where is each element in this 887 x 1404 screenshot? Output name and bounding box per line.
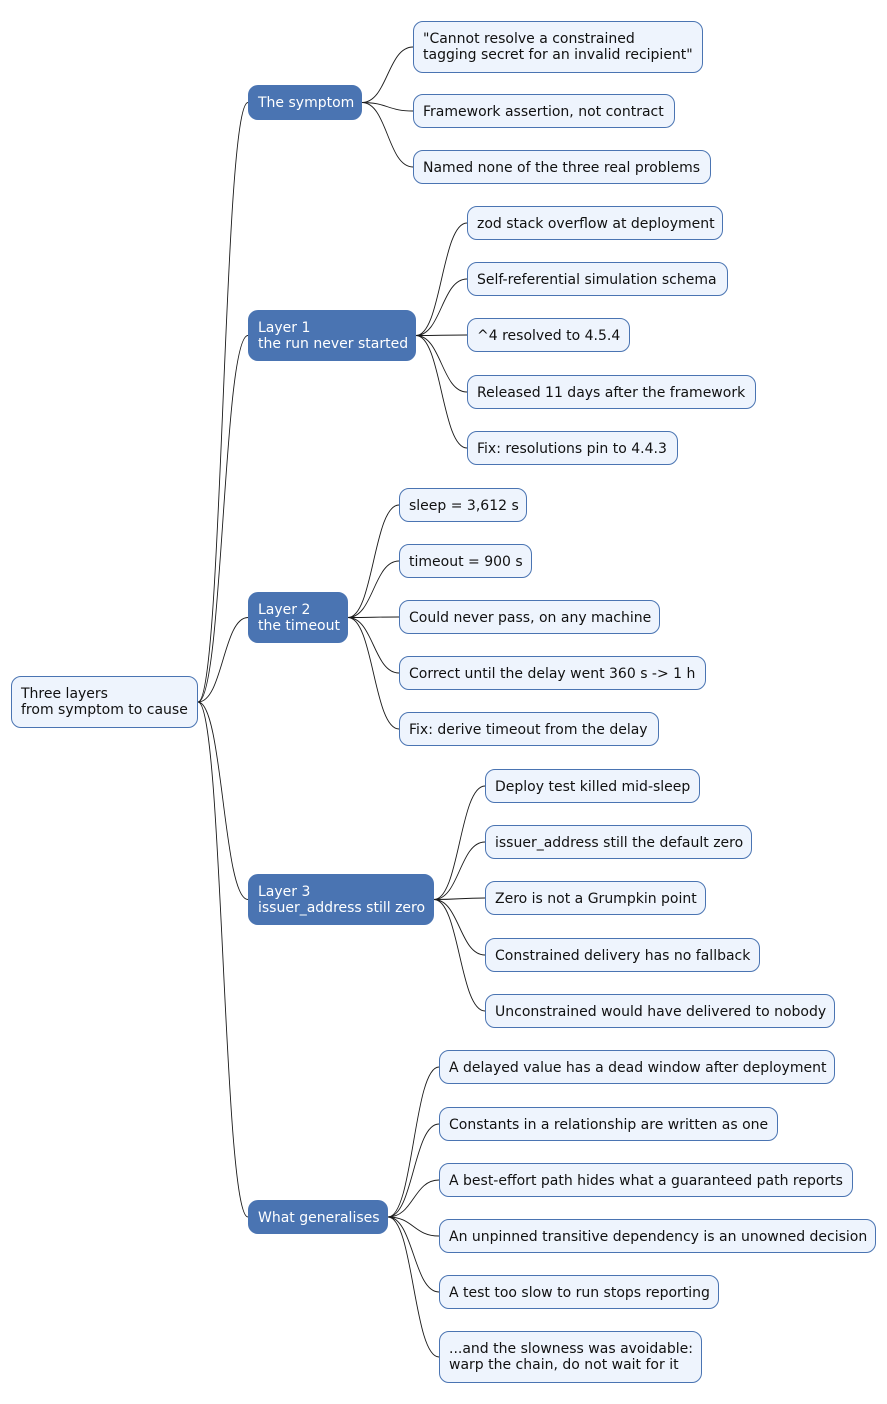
leaf-layer1-3: ^4 resolved to 4.5.4 [467, 318, 630, 352]
connector-line [433, 899, 486, 956]
leaf-layer1-2: Self-referential simulation schema [467, 262, 728, 296]
branch-layer-3: Layer 3 issuer_address still zero [248, 874, 434, 925]
connector-line [361, 102, 414, 168]
leaf-layer2-2: timeout = 900 s [399, 544, 532, 578]
leaf-layer1-4: Released 11 days after the framework [467, 375, 756, 409]
connector-line [387, 1066, 440, 1218]
connector-line [361, 46, 414, 103]
leaf-layer2-4: Correct until the delay went 360 s -> 1 … [399, 656, 706, 690]
connector-line [433, 899, 486, 1012]
connector-line [433, 785, 486, 900]
connector-line [347, 504, 400, 618]
connector-line [197, 335, 249, 703]
connector-line [197, 701, 249, 900]
leaf-symptom-3: Named none of the three real problems [413, 150, 711, 184]
leaf-layer1-5: Fix: resolutions pin to 4.4.3 [467, 431, 678, 465]
connector-line [197, 102, 249, 703]
branch-layer-1: Layer 1 the run never started [248, 310, 416, 361]
leaf-layer3-1: Deploy test killed mid-sleep [485, 769, 700, 803]
branch-the-symptom: The symptom [248, 85, 362, 120]
leaf-symptom-2: Framework assertion, not contract [413, 94, 675, 128]
leaf-layer2-5: Fix: derive timeout from the delay [399, 712, 659, 746]
leaf-general-2: Constants in a relationship are written … [439, 1107, 778, 1141]
connector-line [387, 1179, 440, 1218]
connector-line [415, 222, 468, 336]
connector-line [347, 617, 400, 674]
connector-line [361, 102, 414, 112]
connector-line [387, 1216, 440, 1237]
connector-line [197, 617, 249, 703]
leaf-layer3-5: Unconstrained would have delivered to no… [485, 994, 835, 1028]
connector-line [433, 841, 486, 900]
connector-line [433, 897, 486, 900]
connector-line [347, 616, 400, 618]
leaf-general-6: ...and the slowness was avoidable: warp … [439, 1331, 702, 1383]
leaf-layer3-3: Zero is not a Grumpkin point [485, 881, 706, 915]
leaf-layer3-2: issuer_address still the default zero [485, 825, 752, 859]
leaf-layer2-3: Could never pass, on any machine [399, 600, 660, 634]
leaf-layer1-1: zod stack overflow at deployment [467, 206, 723, 240]
leaf-layer3-4: Constrained delivery has no fallback [485, 938, 760, 972]
connector-line [387, 1123, 440, 1218]
connector-line [387, 1216, 440, 1358]
leaf-general-1: A delayed value has a dead window after … [439, 1050, 835, 1084]
leaf-general-5: A test too slow to run stops reporting [439, 1275, 719, 1309]
connector-line [347, 560, 400, 618]
root-node: Three layers from symptom to cause [11, 676, 198, 728]
connector-line [347, 617, 400, 730]
connector-line [415, 334, 468, 336]
connector-line [197, 701, 249, 1218]
leaf-general-4: An unpinned transitive dependency is an … [439, 1219, 876, 1253]
connector-line [387, 1216, 440, 1293]
branch-layer-2: Layer 2 the timeout [248, 592, 348, 643]
leaf-general-3: A best-effort path hides what a guarante… [439, 1163, 853, 1197]
leaf-layer2-1: sleep = 3,612 s [399, 488, 527, 522]
connector-line [415, 335, 468, 449]
branch-what-generalises: What generalises [248, 1200, 388, 1234]
connector-line [415, 278, 468, 336]
connector-line [415, 335, 468, 393]
leaf-symptom-1: "Cannot resolve a constrained tagging se… [413, 21, 703, 73]
